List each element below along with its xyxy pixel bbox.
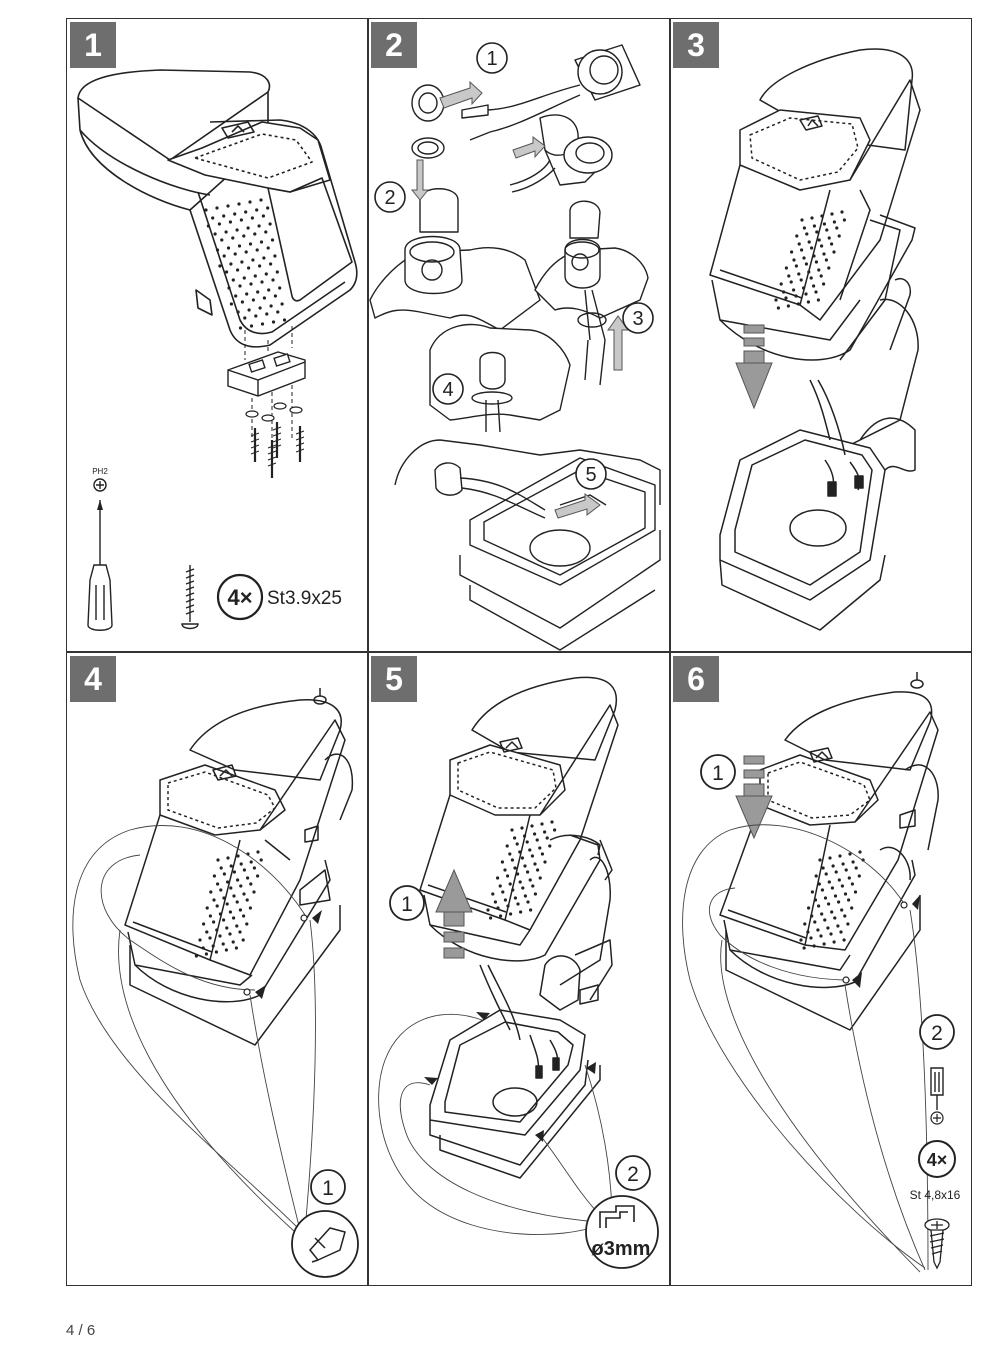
step6-quantity: 4×	[927, 1150, 948, 1170]
step1-quantity: 4×	[227, 585, 252, 610]
step1-screw-spec: St3.9x25	[267, 588, 342, 609]
perforation-dots	[194, 850, 263, 958]
divider-h	[66, 651, 972, 653]
perforation-dots	[799, 850, 865, 950]
step5-drill-label: ø3mm	[592, 1238, 651, 1260]
page-number: 4 / 6	[66, 1322, 96, 1339]
step5-callout-2: 2	[627, 1163, 639, 1186]
step-badge-6: 6	[673, 656, 719, 702]
step6-screw-spec: St 4,8x16	[910, 1188, 961, 1202]
step2-callout-3: 3	[632, 308, 643, 330]
step-badge-1: 1	[70, 22, 116, 68]
step2-callout-2: 2	[384, 187, 395, 209]
screwdriver-icon	[930, 1067, 944, 1110]
perforation-dots	[774, 210, 847, 310]
drill-hole-icon	[599, 1205, 635, 1228]
pen-mark-icon	[309, 1227, 346, 1263]
step2-callout-1: 1	[486, 48, 497, 70]
step2-callout-5: 5	[585, 464, 596, 486]
perforation-dots	[486, 820, 557, 920]
screw-icon	[924, 1218, 950, 1270]
step-badge-5: 5	[371, 656, 417, 702]
step5-callout-1: 1	[401, 893, 413, 916]
screwdriver-label: PH2	[92, 467, 108, 476]
step-badge-4: 4	[70, 656, 116, 702]
perforation-dots	[204, 198, 287, 330]
step2-callout-4: 4	[442, 379, 453, 401]
step-badge-2: 2	[371, 22, 417, 68]
step6-callout-2: 2	[931, 1022, 943, 1045]
step6-callout-1: 1	[712, 762, 724, 785]
step4-callout-1: 1	[322, 1177, 334, 1200]
step-badge-3: 3	[673, 22, 719, 68]
